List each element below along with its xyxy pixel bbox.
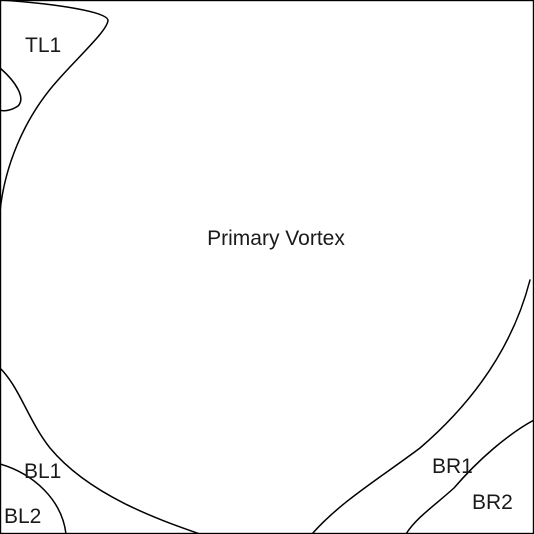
primary-vortex-label: Primary Vortex [207,227,345,250]
br1-label: BR1 [432,455,473,478]
tl1-label: TL1 [25,34,61,57]
tl1-boundary-curve [0,0,109,213]
tl1-lobe-curve [0,67,22,112]
br2-label: BR2 [472,491,513,514]
bl2-label: BL2 [4,505,41,528]
br2-boundary-curve [405,419,534,534]
bl2-boundary-curve [0,463,67,534]
bl1-label: BL1 [24,460,61,483]
primary-vortex-curve [0,367,201,534]
primary-vortex-right-curve [311,279,531,534]
